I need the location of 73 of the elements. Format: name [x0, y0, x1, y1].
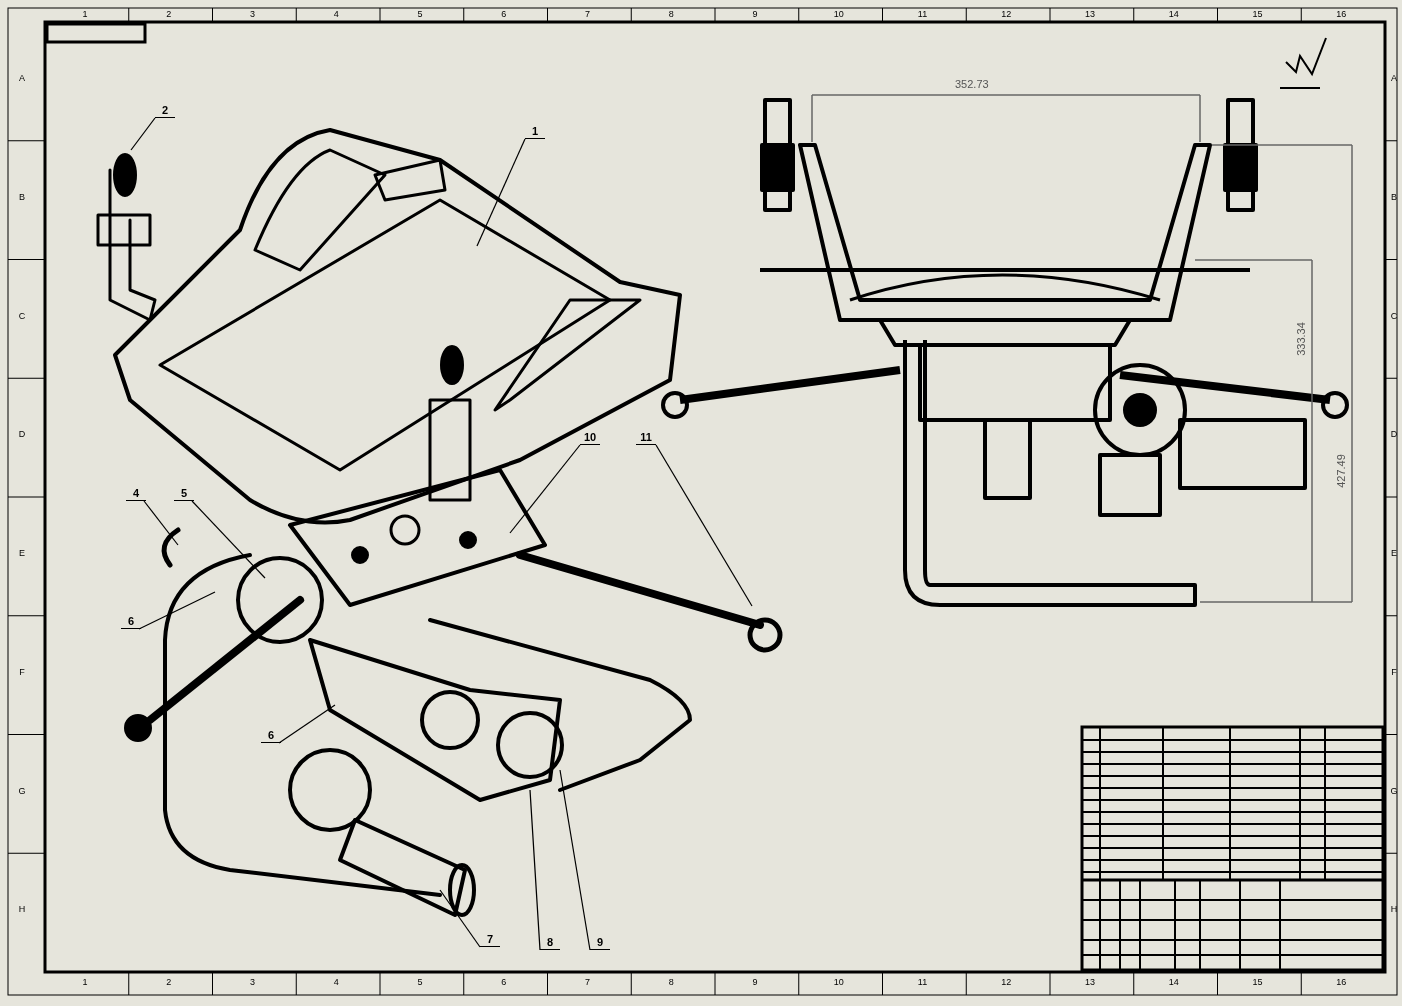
leader-line [278, 704, 336, 744]
zone-number: 8 [667, 9, 675, 20]
zone-number: 3 [249, 9, 256, 20]
leader-line [138, 591, 216, 630]
zone-letter: D [17, 429, 27, 441]
zone-letter: B [18, 191, 26, 203]
zone-letter: C [17, 310, 27, 322]
zone-number: 1 [81, 9, 89, 20]
leader-line [439, 889, 481, 948]
zone-number: 13 [1084, 977, 1096, 988]
zone-letter: D [1389, 429, 1399, 441]
leader-line [130, 117, 156, 151]
leader-line [529, 789, 541, 951]
zone-number: 9 [751, 9, 759, 20]
zone-letter: A [1390, 73, 1398, 84]
callout-number: 6 [121, 614, 141, 629]
zone-letter: B [1390, 191, 1398, 203]
callout-number: 8 [540, 935, 560, 950]
zone-number: 4 [332, 9, 340, 20]
zone-number: 14 [1167, 9, 1180, 20]
callout-number: 6 [261, 728, 281, 743]
callout-number: 7 [480, 932, 500, 947]
zone-number: 2 [165, 977, 173, 988]
zone-letter: E [18, 548, 26, 559]
zone-number: 12 [1000, 9, 1013, 20]
zone-letter: G [17, 785, 27, 797]
zone-letter: H [17, 904, 27, 916]
zone-number: 13 [1084, 9, 1096, 20]
zone-number: 7 [584, 9, 591, 20]
zone-number: 6 [500, 977, 508, 988]
zone-number: 15 [1251, 977, 1264, 988]
leader-line [509, 444, 581, 534]
zone-number: 4 [332, 977, 340, 988]
leader-line [655, 444, 753, 607]
leader-line [476, 138, 526, 247]
callout-number: 4 [126, 486, 146, 501]
zone-number: 5 [416, 9, 424, 20]
leader-line [559, 769, 591, 951]
zone-number: 9 [751, 977, 759, 988]
zone-number: 1 [81, 977, 89, 988]
zone-letter: A [18, 73, 26, 84]
callout-number: 10 [580, 430, 600, 445]
zone-number: 16 [1335, 977, 1348, 988]
zone-number: 14 [1167, 977, 1180, 988]
zone-letter: C [1389, 310, 1399, 322]
zone-letter: F [1390, 666, 1398, 678]
leader-line [191, 500, 266, 579]
zone-number: 3 [249, 977, 256, 988]
zone-number: 16 [1335, 9, 1348, 20]
zone-number: 6 [500, 9, 508, 20]
zone-number: 12 [1000, 977, 1013, 988]
zone-number: 11 [916, 977, 929, 988]
leader-line [143, 500, 179, 546]
zone-letter: E [1390, 548, 1398, 559]
zone-number: 7 [584, 977, 591, 988]
dimension-value: 333.34 [1294, 322, 1307, 356]
callout-number: 2 [155, 103, 175, 118]
zone-letter: H [1389, 904, 1399, 916]
callout-number: 11 [636, 430, 656, 445]
callout-number: 1 [525, 124, 545, 139]
dimension-value: 427.49 [1334, 454, 1347, 488]
dimension-value: 352.73 [955, 78, 989, 90]
zone-letter: F [18, 666, 26, 678]
callout-number: 9 [590, 935, 610, 950]
zone-number: 8 [667, 977, 675, 988]
zone-number: 10 [832, 977, 845, 988]
zone-number: 2 [165, 9, 173, 20]
zone-letter: G [1389, 785, 1399, 797]
zone-number: 11 [916, 9, 929, 20]
zone-number: 5 [416, 977, 424, 988]
zone-number: 10 [832, 9, 845, 20]
callout-number: 5 [174, 486, 194, 501]
zone-number: 15 [1251, 9, 1264, 20]
